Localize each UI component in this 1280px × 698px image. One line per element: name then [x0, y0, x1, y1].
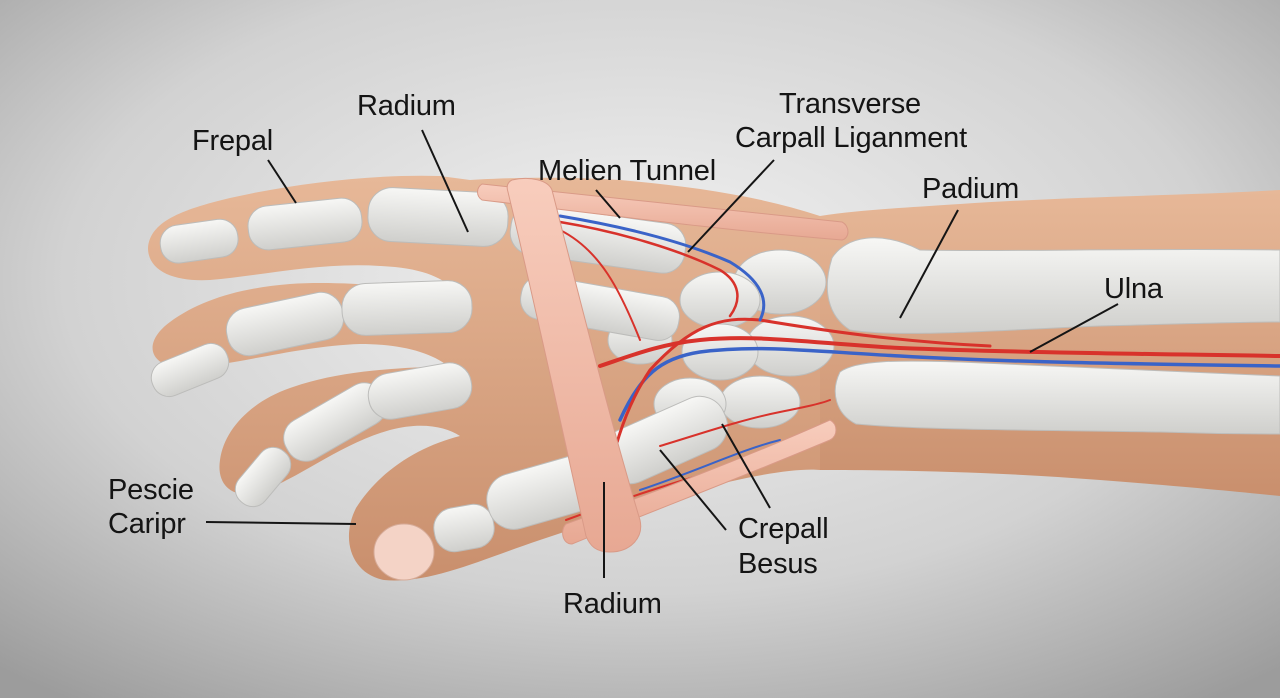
leader-pescie — [205, 521, 357, 525]
blood-vessels — [558, 214, 1280, 521]
label-radium-bottom: Radium — [563, 588, 662, 620]
leader-radium-top — [421, 129, 469, 233]
thumbnail — [373, 523, 435, 581]
label-ulna: Ulna — [1104, 273, 1163, 305]
leader-lines — [205, 129, 1119, 578]
label-frepal: Frepal — [192, 125, 273, 157]
label-pescie-line2: Caripr — [108, 508, 186, 540]
forearm-bones — [826, 237, 1280, 435]
label-transverse-line1: Transverse — [779, 88, 921, 120]
leader-transverse — [687, 159, 775, 253]
leader-melien-tunnel — [595, 189, 621, 219]
finger-bones — [150, 187, 728, 553]
leader-frepal — [267, 159, 297, 204]
label-padium: Padium — [922, 173, 1020, 205]
leader-padium — [899, 209, 959, 319]
leader-ulna — [1029, 303, 1119, 353]
ligaments — [477, 177, 849, 553]
label-radium-top: Radium — [357, 90, 456, 122]
label-crepall-line1: Crepall — [738, 513, 829, 545]
label-pescie-line1: Pescie — [108, 474, 194, 506]
label-melien-tunnel: Melien Tunnel — [538, 155, 716, 187]
leader-crepall-1 — [721, 423, 771, 509]
label-crepall-line2: Besus — [738, 548, 818, 580]
leader-crepall-2 — [659, 449, 727, 531]
label-transverse-line2: Carpall Liganment — [735, 122, 967, 154]
